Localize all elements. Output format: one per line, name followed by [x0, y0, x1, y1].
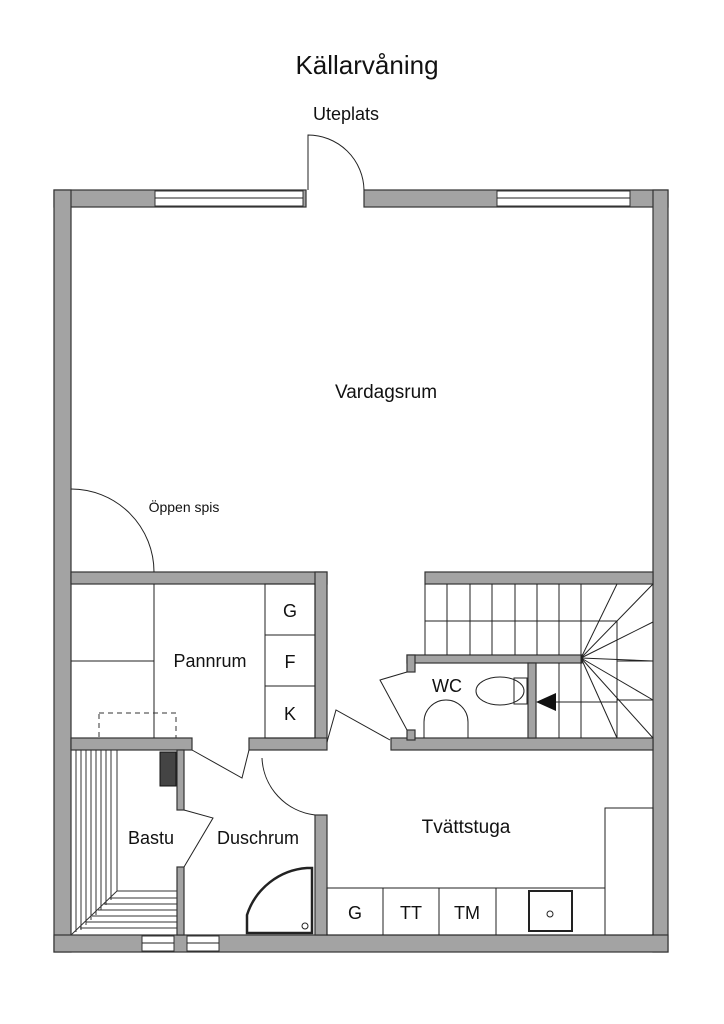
wc-sink-icon [423, 699, 469, 738]
sauna-door[interactable] [183, 809, 214, 868]
room-label-boiler: Pannrum [173, 651, 246, 671]
room-label-laundry: Tvättstuga [422, 817, 511, 838]
boiler-door[interactable] [191, 749, 250, 779]
hall-door[interactable] [326, 709, 391, 743]
laundry-counters [326, 807, 654, 936]
plan-title: Källarvåning [295, 50, 438, 80]
windows [141, 190, 631, 952]
sauna-benches [70, 750, 177, 936]
laundry-unit-tt: TT [400, 903, 422, 923]
laundry-sink-icon [528, 890, 573, 932]
room-label-sauna: Bastu [128, 828, 174, 848]
wc-door[interactable] [379, 671, 408, 731]
laundry-unit-g: G [348, 903, 362, 923]
room-label-wc: WC [432, 676, 462, 696]
boiler-unit-k: K [284, 704, 296, 724]
toilet-icon [475, 676, 525, 706]
laundry-unit-tm: TM [454, 903, 480, 923]
boiler-fixtures [71, 583, 316, 739]
entrance-door[interactable] [307, 134, 365, 191]
shower-hall-door[interactable] [261, 757, 316, 816]
fireplace-arc [70, 488, 155, 573]
room-label-shower: Duschrum [217, 828, 299, 848]
room-label-living: Vardagsrum [335, 382, 437, 403]
staircase [424, 583, 654, 739]
drain-icon [301, 922, 309, 930]
boiler-unit-g: G [283, 601, 297, 621]
stair-arrow-icon [536, 693, 556, 711]
boiler-unit-f: F [285, 652, 296, 672]
interior-walls [70, 571, 654, 936]
shower-cabin [245, 866, 314, 935]
sauna-heater-icon [159, 751, 177, 787]
room-label-fireplace: Öppen spis [149, 498, 220, 515]
entrance-label: Uteplats [313, 104, 379, 124]
